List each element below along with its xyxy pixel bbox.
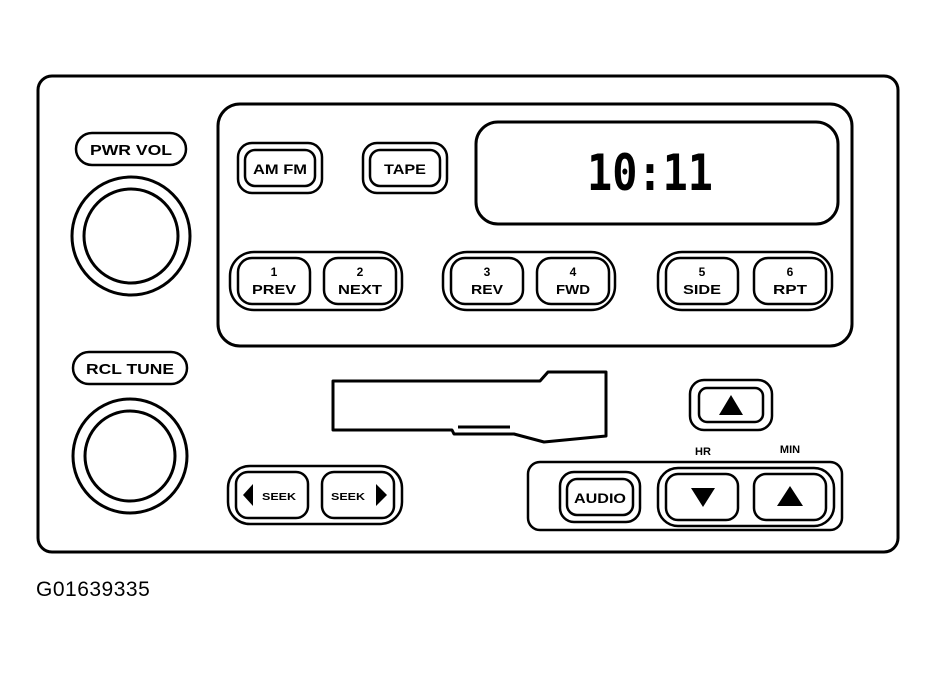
hr-label: HR	[695, 446, 711, 458]
clock-time: 10:11	[587, 144, 713, 202]
clock-display: 10:11	[474, 120, 840, 226]
triangle-left-icon	[243, 484, 253, 506]
triangle-up-icon	[777, 486, 803, 506]
preset-5-label: SIDE	[683, 282, 721, 297]
preset-6-number: 6	[787, 265, 794, 279]
preset-3-rev-button[interactable]: 3 REV	[449, 256, 525, 306]
preset-5-side-button[interactable]: 5 SIDE	[664, 256, 740, 306]
rcl-tune-label: RCL TUNE	[86, 361, 174, 378]
hr-button[interactable]	[664, 472, 740, 522]
rcl-tune-label-pill: RCL TUNE	[71, 350, 189, 386]
preset-6-rpt-button[interactable]: 6 RPT	[752, 256, 828, 306]
preset-1-label: PREV	[252, 282, 296, 297]
seek-up-button[interactable]: SEEK	[320, 470, 396, 520]
preset-4-fwd-button[interactable]: 4 FWD	[535, 256, 611, 306]
tape-button[interactable]: TAPE	[361, 141, 449, 195]
figure-id: G01639335	[36, 578, 151, 601]
preset-1-prev-button[interactable]: 1 PREV	[236, 256, 312, 306]
seek-down-label: SEEK	[262, 492, 297, 503]
preset-5-number: 5	[699, 265, 706, 279]
pwr-vol-label-pill: PWR VOL	[74, 131, 188, 167]
min-label: MIN	[780, 444, 800, 456]
am-fm-label: AM FM	[253, 161, 307, 177]
preset-1-number: 1	[271, 265, 278, 279]
preset-4-label: FWD	[556, 282, 590, 297]
preset-4-number: 4	[570, 265, 577, 279]
am-fm-button[interactable]: AM FM	[236, 141, 324, 195]
eject-button[interactable]	[688, 378, 774, 432]
tape-label: TAPE	[384, 161, 426, 177]
preset-3-label: REV	[471, 282, 503, 297]
triangle-down-icon	[691, 488, 715, 507]
min-button[interactable]	[752, 472, 828, 522]
cassette-slot	[331, 370, 608, 444]
eject-triangle-icon	[719, 395, 743, 415]
seek-up-label: SEEK	[331, 492, 366, 503]
preset-2-number: 2	[357, 265, 364, 279]
pwr-vol-knob[interactable]	[70, 175, 192, 297]
audio-label: AUDIO	[574, 490, 626, 506]
preset-3-number: 3	[484, 265, 491, 279]
preset-6-label: RPT	[773, 282, 807, 297]
pwr-vol-label: PWR VOL	[90, 142, 172, 159]
preset-2-next-button[interactable]: 2 NEXT	[322, 256, 398, 306]
seek-down-button[interactable]: SEEK	[234, 470, 310, 520]
preset-2-label: NEXT	[338, 282, 382, 297]
triangle-right-icon	[376, 484, 387, 506]
rcl-tune-knob[interactable]	[71, 397, 189, 515]
audio-button[interactable]: AUDIO	[558, 470, 642, 524]
